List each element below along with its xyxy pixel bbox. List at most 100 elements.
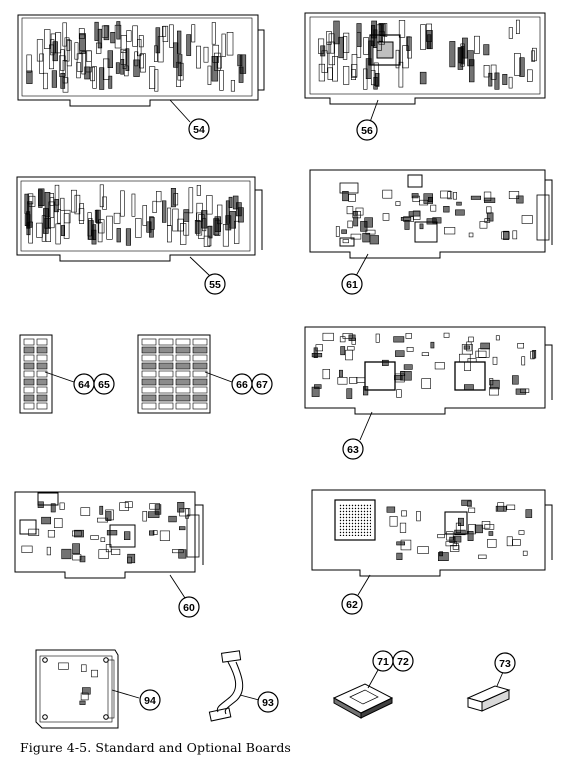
board-chip (407, 36, 412, 59)
board-chip (405, 333, 412, 339)
board-chip (411, 193, 419, 199)
board-chip (515, 388, 527, 395)
board-chip (326, 41, 332, 54)
board-chip (467, 530, 474, 541)
memory-chip (36, 386, 48, 394)
board-chip (100, 537, 106, 542)
board-chip (404, 220, 410, 230)
board-chip (417, 546, 429, 554)
board-chip (86, 50, 92, 63)
board-chip (463, 384, 474, 391)
board-chip (369, 235, 379, 245)
board-chip (450, 545, 460, 552)
board-chip (99, 184, 104, 208)
memory-chip (36, 362, 48, 370)
board-chip (525, 509, 533, 518)
board-chip (234, 220, 240, 244)
board-chip (430, 341, 435, 349)
callout-93: 93 (257, 691, 279, 713)
memory-chip (141, 362, 157, 370)
board-chip (437, 552, 449, 561)
board-chip (74, 529, 84, 538)
board-chip (126, 30, 132, 42)
memory-chip (175, 354, 191, 362)
board-chip (484, 524, 495, 530)
memory-chip (175, 370, 191, 378)
callout-65: 65 (93, 373, 115, 395)
board-chip (522, 550, 528, 556)
memory-chip (141, 378, 157, 386)
callout-64: 64 (73, 373, 95, 395)
board-chip (72, 530, 82, 537)
board-chip (506, 504, 516, 510)
memory-chip (175, 402, 191, 410)
board-chip (154, 504, 162, 515)
board-chip (214, 52, 221, 71)
svg-text:62: 62 (346, 599, 358, 611)
board-chip (43, 72, 48, 90)
board-chip (54, 518, 63, 528)
board-chip (51, 70, 57, 88)
board-chip (41, 516, 51, 525)
board-chip (142, 205, 148, 226)
board-chip (110, 31, 116, 44)
board-chip (516, 195, 524, 204)
board-chip (80, 692, 89, 701)
board-chip (362, 232, 371, 243)
board-chip (494, 72, 500, 90)
memory-chip (141, 386, 157, 394)
board-chip (74, 42, 79, 60)
board-chip (188, 187, 194, 214)
board-chip (483, 44, 490, 56)
callout-73: 73 (494, 652, 516, 674)
processor-chip-71-72 (332, 683, 394, 719)
memory-chip (192, 378, 208, 386)
board-chip (139, 53, 145, 69)
board-chip (186, 34, 192, 56)
memory-chip (36, 346, 48, 354)
board-chip (120, 58, 125, 75)
board-chip (446, 531, 454, 541)
board-chip (518, 530, 525, 535)
board-chip (458, 353, 471, 363)
callout-71: 71 (372, 650, 394, 672)
board-chip (179, 526, 186, 531)
module-64-65 (19, 334, 53, 414)
board-chip (99, 505, 104, 515)
board-chip (162, 25, 169, 43)
part-73 (466, 685, 511, 712)
board-chip (217, 204, 223, 225)
board-chip (381, 359, 389, 366)
board-chip (96, 42, 102, 54)
board-chip (39, 53, 44, 75)
board-chip (238, 66, 244, 83)
board-56 (304, 12, 546, 105)
board-chip (180, 223, 187, 245)
callout-61: 61 (341, 273, 363, 295)
board-chip (439, 551, 444, 557)
board-chip (169, 24, 174, 48)
board-chip (506, 536, 513, 547)
board-60 (14, 491, 204, 579)
board-chip (406, 346, 414, 352)
board-chip (443, 206, 450, 213)
board-chip (419, 223, 424, 230)
board-chip (508, 191, 520, 199)
board-chip (437, 533, 445, 539)
board-chip (103, 58, 110, 81)
memory-chip (141, 370, 157, 378)
board-chip (495, 505, 507, 512)
board-chip (318, 63, 326, 82)
memory-chip (192, 362, 208, 370)
board-chip (395, 201, 401, 206)
board-chip (226, 31, 234, 56)
board-chip (133, 59, 140, 77)
board-chip (26, 70, 33, 84)
board-chip (54, 199, 59, 213)
board-chip (213, 218, 220, 236)
board-chip (114, 24, 122, 49)
board-chip (386, 506, 396, 513)
callout-63: 63 (342, 438, 364, 460)
board-chip (140, 53, 146, 73)
board-61 (309, 169, 553, 259)
